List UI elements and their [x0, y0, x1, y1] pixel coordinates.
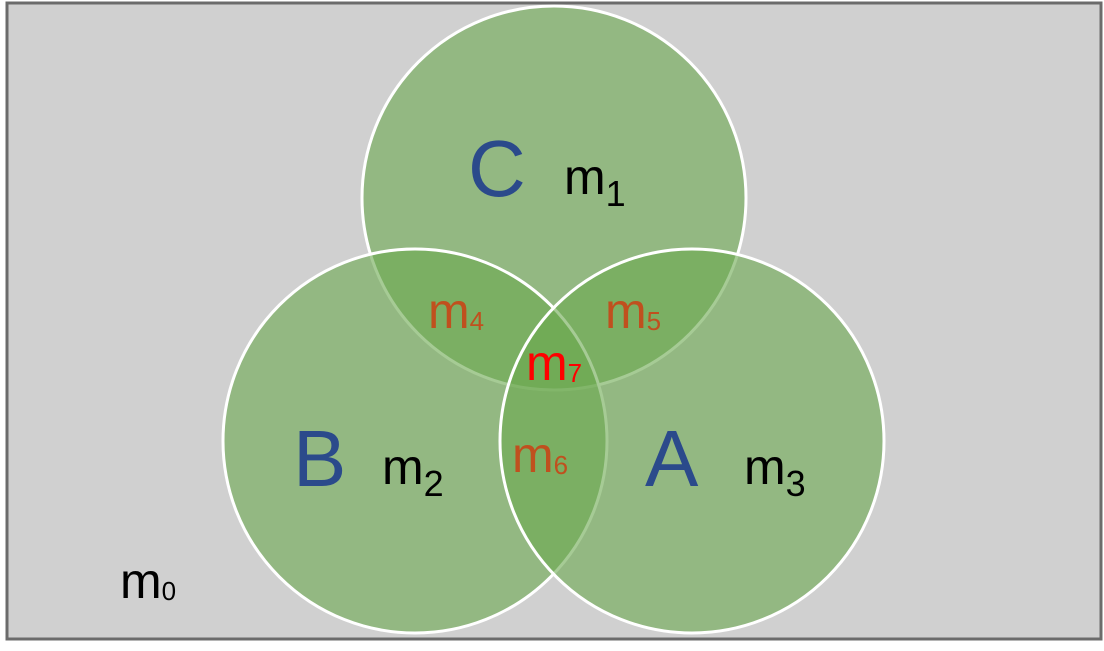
region-m1-label: m1	[564, 149, 626, 214]
region-m0-sub: 0	[162, 576, 176, 606]
region-m3-sub: 3	[786, 463, 806, 504]
region-m1-base: m	[564, 149, 606, 205]
region-m5-label: m5	[605, 283, 661, 339]
region-m5-sub: 5	[647, 306, 661, 336]
region-m7-base: m	[526, 335, 568, 391]
region-m1-sub: 1	[606, 173, 626, 214]
set-c-letter: C	[468, 124, 526, 213]
region-m7-sub: 7	[568, 358, 582, 388]
set-b-letter: B	[293, 414, 346, 503]
region-m3-label: m3	[744, 439, 806, 504]
region-m0-label: m0	[120, 553, 176, 609]
region-m4-sub: 4	[470, 306, 484, 336]
region-m3-base: m	[744, 439, 786, 495]
region-m6-label: m6	[512, 427, 568, 483]
region-m6-sub: 6	[554, 450, 568, 480]
region-m0-base: m	[120, 553, 162, 609]
region-m5-base: m	[605, 283, 647, 339]
region-m7-label: m7	[526, 335, 582, 391]
set-a-circle	[498, 247, 886, 635]
region-m4-base: m	[428, 283, 470, 339]
set-a-letter: A	[645, 414, 699, 503]
region-m4-label: m4	[428, 283, 484, 339]
region-m2-label: m2	[382, 439, 444, 504]
region-m6-base: m	[512, 427, 554, 483]
region-m2-base: m	[382, 439, 424, 495]
region-m2-sub: 2	[424, 463, 444, 504]
